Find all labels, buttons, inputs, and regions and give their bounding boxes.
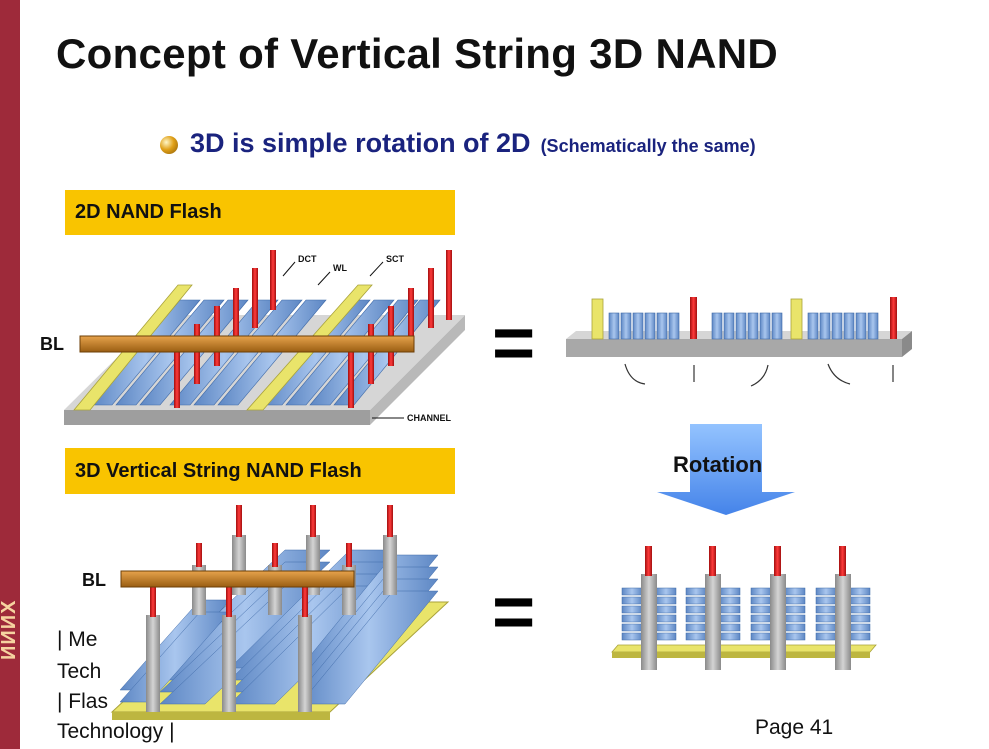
bl-label-2d: BL: [40, 334, 64, 354]
sct-label: SCT: [386, 254, 404, 264]
label-3d-nand: 3D Vertical String NAND Flash: [65, 448, 455, 494]
nand-2d-diagram: [64, 250, 465, 425]
footer-line-2: Tech: [57, 660, 102, 684]
equals-sign-bottom: =: [492, 570, 536, 653]
side-bar: [0, 0, 20, 749]
rotation-label: Rotation: [673, 452, 763, 477]
label-2d-nand: 2D NAND Flash: [65, 190, 455, 235]
bullet-main-text: 3D is simple rotation of 2D: [190, 128, 531, 158]
channel-label: CHANNEL: [407, 413, 451, 423]
equals-sign-top: =: [492, 301, 536, 384]
slide-title: Concept of Vertical String 3D NAND: [56, 30, 778, 77]
footer-line-3: | Flas: [57, 690, 108, 714]
bullet-icon: [160, 136, 178, 154]
footer-line-1: | Me: [57, 628, 98, 652]
wl-label: WL: [333, 263, 347, 273]
bullet-row: 3D is simple rotation of 2D (Schematical…: [160, 128, 756, 159]
page-number: Page 41: [755, 716, 834, 739]
dct-label: DCT: [298, 254, 317, 264]
bullet-sub-text: (Schematically the same): [540, 136, 756, 156]
bl-label-3d: BL: [82, 570, 106, 590]
nand-2d-schematic: [566, 297, 912, 387]
rotation-arrow: [657, 424, 795, 515]
nand-3d-schematic: [611, 546, 877, 670]
footer-line-4: Technology |: [57, 720, 175, 744]
nand-3d-diagram: [110, 505, 450, 720]
